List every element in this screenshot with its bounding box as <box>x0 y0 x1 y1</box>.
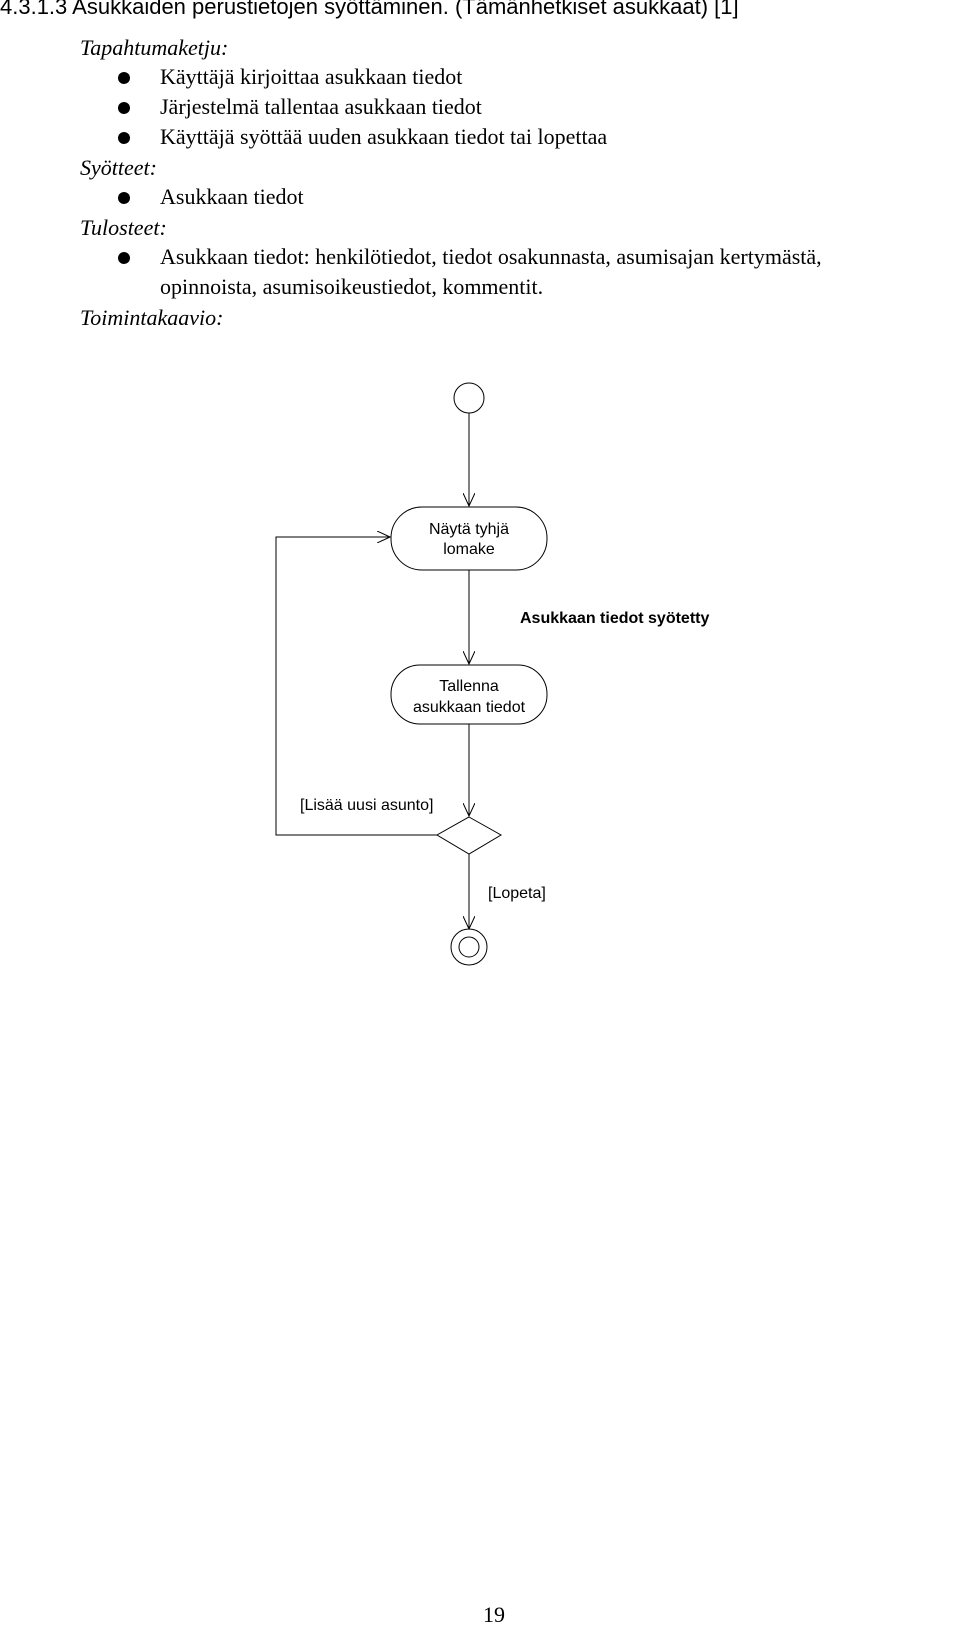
tulosteet-label: Tulosteet: <box>80 215 167 240</box>
tulosteet-item-continuation: opinnoista, asumisoikeustiedot, kommenti… <box>160 274 544 299</box>
bullet-icon <box>118 72 130 84</box>
activity-save-resident-line1: Tallenna <box>439 678 499 695</box>
guard-loop-label: [Lisää uusi asunto] <box>300 797 433 814</box>
final-node-inner <box>458 936 480 958</box>
activity-save-resident-line2: asukkaan tiedot <box>413 699 526 716</box>
tapahtumaketju-item: Järjestelmä tallentaa asukkaan tiedot <box>160 94 482 119</box>
toimintakaavio-label: Toimintakaavio: <box>80 305 224 330</box>
activity-show-empty-form <box>390 506 548 571</box>
section-heading: 4.3.1.3 Asukkaiden perustietojen syöttäm… <box>0 0 739 19</box>
decision-node <box>436 816 502 855</box>
tulosteet-item: Asukkaan tiedot: henkilötiedot, tiedot o… <box>160 244 822 269</box>
transition-label: Asukkaan tiedot syötetty <box>520 610 709 627</box>
tapahtumaketju-label: Tapahtumaketju: <box>80 35 229 60</box>
flow-loop-back <box>275 537 437 836</box>
activity-show-empty-form-line1: Näytä tyhjä <box>429 521 509 538</box>
initial-node <box>453 382 485 414</box>
syotteet-label: Syötteet: <box>80 155 157 180</box>
bullet-icon <box>118 132 130 144</box>
bullet-icon <box>118 192 130 204</box>
syotteet-item: Asukkaan tiedot <box>160 184 304 209</box>
tapahtumaketju-item: Käyttäjä syöttää uuden asukkaan tiedot t… <box>160 124 608 149</box>
tapahtumaketju-item: Käyttäjä kirjoittaa asukkaan tiedot <box>160 64 463 89</box>
bullet-icon <box>118 252 130 264</box>
bullet-icon <box>118 102 130 114</box>
page-number: 19 <box>483 1602 505 1627</box>
activity-show-empty-form-line2: lomake <box>443 541 495 558</box>
guard-end-label: [Lopeta] <box>488 885 546 902</box>
